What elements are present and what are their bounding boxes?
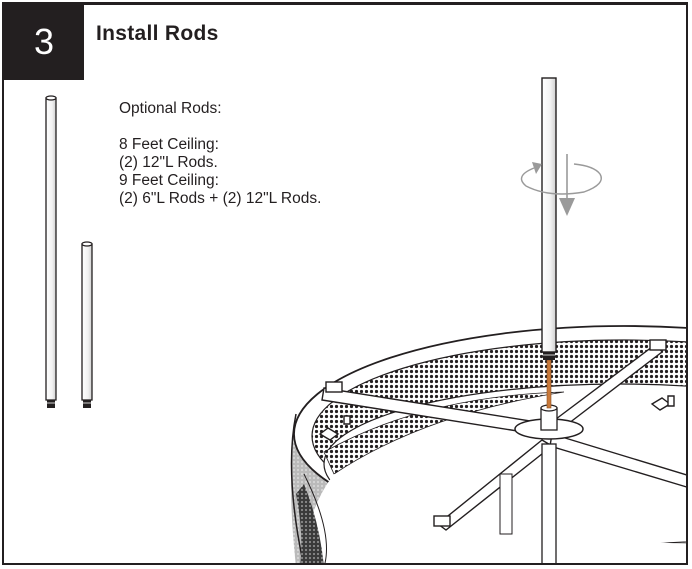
step-number-box: 3: [4, 4, 84, 80]
long-rod: [45, 95, 57, 408]
short-rod: [81, 241, 93, 408]
threaded-pin: [546, 359, 552, 409]
notes-line-2: (2) 12"L Rods.: [119, 154, 218, 171]
optional-rods-notes: Optional Rods: 8 Feet Ceiling: (2) 12"L …: [119, 100, 321, 208]
drum-shade: [290, 325, 686, 563]
notes-line-3: 9 Feet Ceiling:: [119, 172, 219, 189]
down-arrow-icon: [559, 154, 575, 216]
center-hub: [499, 404, 584, 563]
notes-line-4: (2) 6"L Rods + (2) 12"L Rods.: [119, 190, 322, 207]
installing-rod: [541, 77, 557, 360]
cross-bars: [318, 339, 686, 531]
step-number: 3: [33, 21, 55, 62]
notes-line-1: 8 Feet Ceiling:: [119, 136, 219, 153]
step-title: Install Rods: [96, 22, 219, 45]
assembly-illustration: [45, 4, 686, 563]
notes-heading: Optional Rods:: [119, 100, 222, 117]
rotate-arrow-icon: [520, 162, 602, 195]
